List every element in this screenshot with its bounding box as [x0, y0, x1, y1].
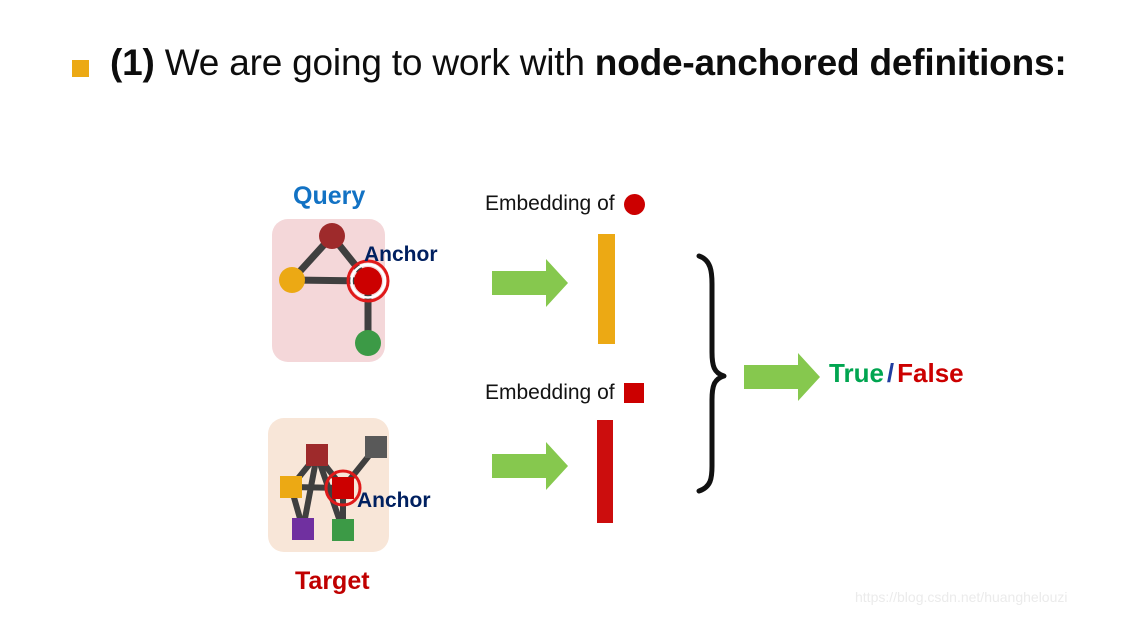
title-suffix: :: [1054, 42, 1067, 83]
query-anchor-label: Anchor: [364, 243, 438, 266]
result-true-label: True: [829, 358, 884, 388]
arrow-query-to-embedding: [492, 259, 568, 307]
result-separator: /: [886, 358, 895, 388]
slide-title-row: (1) We are going to work with node-ancho…: [70, 40, 1080, 87]
result-false-label: False: [897, 358, 964, 388]
query-label: Query: [293, 182, 366, 210]
title-middle: We are going to work with: [154, 42, 595, 83]
target-label: Target: [295, 567, 370, 595]
red-circle-glyph-icon: [623, 193, 645, 215]
target-embedding-bar: [597, 420, 613, 523]
query-embedding-bar: [598, 234, 615, 344]
orange-square-bullet-icon: [72, 60, 89, 77]
page-title: (1) We are going to work with node-ancho…: [70, 40, 1080, 87]
arrow-to-result: [744, 353, 820, 401]
target-anchor-label: Anchor: [357, 489, 431, 512]
query-graph-panel: [272, 219, 385, 362]
result-true-false: True/False: [829, 358, 964, 389]
title-prefix: (1): [110, 42, 155, 83]
watermark: https://blog.csdn.net/huanghelouzi: [855, 589, 1068, 605]
embedding-of-square-label: Embedding of: [485, 381, 644, 405]
embedding-top-text: Embedding of: [485, 192, 615, 215]
arrow-target-to-embedding: [492, 442, 568, 490]
red-square-glyph-icon: [623, 383, 644, 403]
flow-arrows: [492, 259, 820, 490]
embedding-bottom-text: Embedding of: [485, 381, 615, 404]
title-emphasis: node-anchored definitions: [594, 42, 1055, 83]
right-curly-brace-icon: [696, 253, 727, 494]
target-graph-panel: [268, 418, 389, 552]
embedding-of-circle-label: Embedding of: [485, 192, 645, 216]
